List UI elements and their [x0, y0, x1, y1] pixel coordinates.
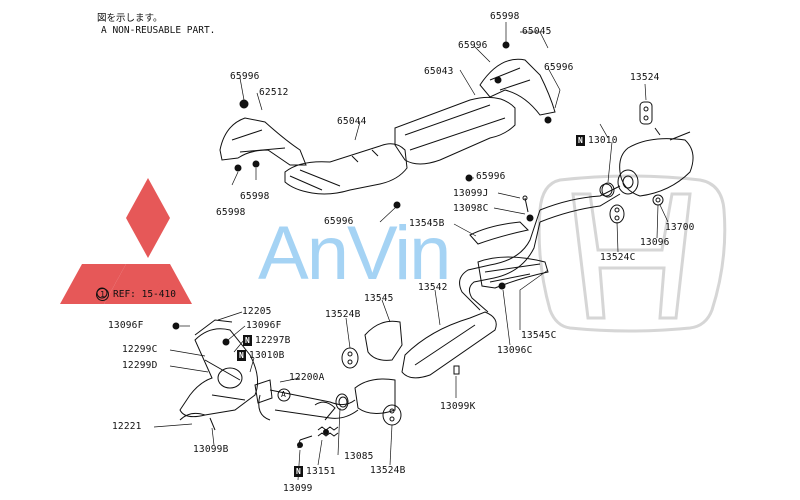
rubber-hanger-13524b-bottom	[382, 404, 402, 426]
label-12299c[interactable]: 12299C	[122, 344, 158, 355]
tail-pipe	[539, 183, 621, 223]
label-13542[interactable]: 13542	[418, 282, 448, 293]
label-12205[interactable]: 12205	[242, 306, 272, 317]
non-reusable-marker-icon: N	[237, 350, 247, 361]
ref-text: REF: 15-410	[113, 289, 176, 300]
label-13545[interactable]: 13545	[364, 293, 394, 304]
label-12200a[interactable]: 12200A	[289, 372, 325, 383]
non-reusable-marker-icon: N	[294, 466, 304, 477]
heat-shield-65045	[479, 58, 556, 116]
bolt-13096	[652, 194, 664, 206]
header-note-non-reusable: A NON-REUSABLE PART.	[101, 25, 216, 36]
label-65045[interactable]: 65045	[522, 26, 552, 37]
label-13524b-bottom[interactable]: 13524B	[370, 465, 406, 476]
gasket-13085	[338, 396, 348, 408]
heat-shield-13545	[364, 320, 403, 361]
label-13099[interactable]: 13099	[283, 483, 313, 494]
rubber-hanger-13524	[639, 101, 653, 125]
clips	[172, 41, 552, 448]
heat-shield-13545b	[469, 221, 530, 245]
gasket-13010	[601, 182, 615, 198]
label-12299d[interactable]: 12299D	[122, 360, 158, 371]
label-62512[interactable]: 62512	[259, 87, 289, 98]
honda-logo-icon	[537, 174, 727, 333]
mitsubishi-logo-icon	[60, 178, 192, 304]
label-13700[interactable]: 13700	[665, 222, 695, 233]
heat-shield-65044	[284, 143, 408, 195]
bolt-13099j	[522, 195, 529, 213]
ref-note: 1 REF: 15-410	[96, 288, 176, 301]
callout-a-label: A	[281, 390, 287, 399]
label-65996-b[interactable]: 65996	[544, 62, 574, 73]
label-65044[interactable]: 65044	[337, 116, 367, 127]
label-65996-low[interactable]: 65996	[324, 216, 354, 227]
label-65996-left[interactable]: 65996	[230, 71, 260, 82]
label-12221[interactable]: 12221	[112, 421, 142, 432]
label-13099j[interactable]: 13099J	[453, 188, 489, 199]
label-13099k[interactable]: 13099K	[440, 401, 476, 412]
rubber-hanger-13524c	[609, 204, 625, 224]
heat-shield-62512	[219, 117, 307, 166]
label-13096c[interactable]: 13096C	[497, 345, 533, 356]
center-pipe-13542	[401, 209, 541, 379]
label-65998-l2[interactable]: 65998	[216, 207, 246, 218]
label-13545c[interactable]: 13545C	[521, 330, 557, 341]
header-note-jp: 図を示します。	[97, 13, 163, 24]
front-pipe-catalyst	[258, 378, 396, 421]
label-13096f-left[interactable]: 13096F	[108, 320, 144, 331]
label-13524c[interactable]: 13524C	[600, 252, 636, 263]
label-13524b-top[interactable]: 13524B	[325, 309, 361, 320]
label-65998-l1[interactable]: 65998	[240, 191, 270, 202]
heat-shield-65043	[394, 96, 516, 165]
label-13096f-right[interactable]: 13096F	[246, 320, 282, 331]
leader-lines	[153, 22, 669, 481]
bolt-13099b	[209, 417, 216, 431]
anvin-watermark-text: AnVin	[258, 211, 451, 296]
exhaust-manifold	[179, 319, 259, 421]
label-13098c[interactable]: 13098C	[453, 203, 489, 214]
tail-muffler-13700	[617, 127, 694, 197]
gasket-12200a	[254, 379, 273, 404]
non-reusable-marker-icon: N	[243, 335, 253, 346]
label-13085[interactable]: 13085	[344, 451, 374, 462]
label-13545b[interactable]: 13545B	[409, 218, 445, 229]
label-65996-a[interactable]: 65996	[458, 40, 488, 51]
spring-13151	[317, 426, 339, 437]
ref-symbol-icon: 1	[96, 288, 109, 301]
rubber-hanger-13524b-top	[341, 347, 359, 369]
label-65996-mid[interactable]: 65996	[476, 171, 506, 182]
label-65043[interactable]: 65043	[424, 66, 454, 77]
label-13524[interactable]: 13524	[630, 72, 660, 83]
label-65998-top[interactable]: 65998	[490, 11, 520, 22]
non-reusable-marker-icon: N	[576, 135, 586, 146]
label-13096[interactable]: 13096	[640, 237, 670, 248]
label-13099b[interactable]: 13099B	[193, 444, 229, 455]
bolt-13099k	[453, 365, 460, 375]
heat-shield-13545c	[477, 256, 549, 289]
